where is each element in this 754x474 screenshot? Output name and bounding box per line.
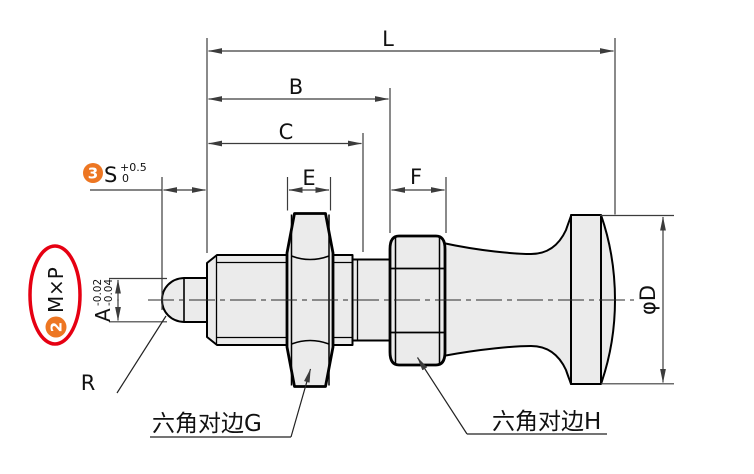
leader-R — [116, 315, 167, 394]
dim-S-label: S — [104, 163, 117, 187]
dim-C-label: C — [279, 120, 294, 144]
svg-text:A: A — [91, 308, 115, 322]
dim-R-label: R — [81, 371, 96, 395]
dimension-lines — [90, 48, 666, 438]
dim-A-tol-upper: -0.02 — [92, 279, 104, 306]
dim-B-label: B — [289, 75, 303, 99]
dim-S-tol-lower: 0 — [122, 172, 129, 185]
thread-xP-label: ×P — [44, 267, 68, 296]
thread-M-label: M — [44, 296, 68, 313]
badge-2-number: 2 — [48, 322, 66, 332]
leader-H — [416, 357, 468, 435]
badge-3: 3 — [83, 163, 103, 183]
dim-A-tol-lower: -0.04 — [103, 279, 115, 306]
dim-D-label: φD — [636, 285, 660, 315]
extension-lines — [109, 38, 674, 385]
callout-hex-H: 六角对边H — [492, 409, 601, 435]
dim-S-tol-upper: +0.5 — [120, 161, 147, 174]
badge-3-number: 3 — [88, 165, 98, 183]
dimension-labels: L B C E F R S +0.5 0 3 A -0.02 -0.04 φD … — [28, 27, 660, 437]
thread-callout: 2 M ×P — [44, 267, 68, 338]
svg-text:φD: φD — [636, 285, 660, 315]
badge-2-circle — [45, 316, 67, 338]
dim-L-label: L — [382, 27, 394, 51]
hex-nut-G — [285, 212, 335, 388]
dim-E-label: E — [302, 166, 315, 190]
leader-G — [290, 368, 312, 438]
dim-F-label: F — [410, 165, 422, 189]
dim-A-label: A -0.02 -0.04 — [91, 279, 115, 322]
highlight-ellipse — [28, 244, 82, 346]
callout-hex-G: 六角对边G — [152, 411, 262, 437]
